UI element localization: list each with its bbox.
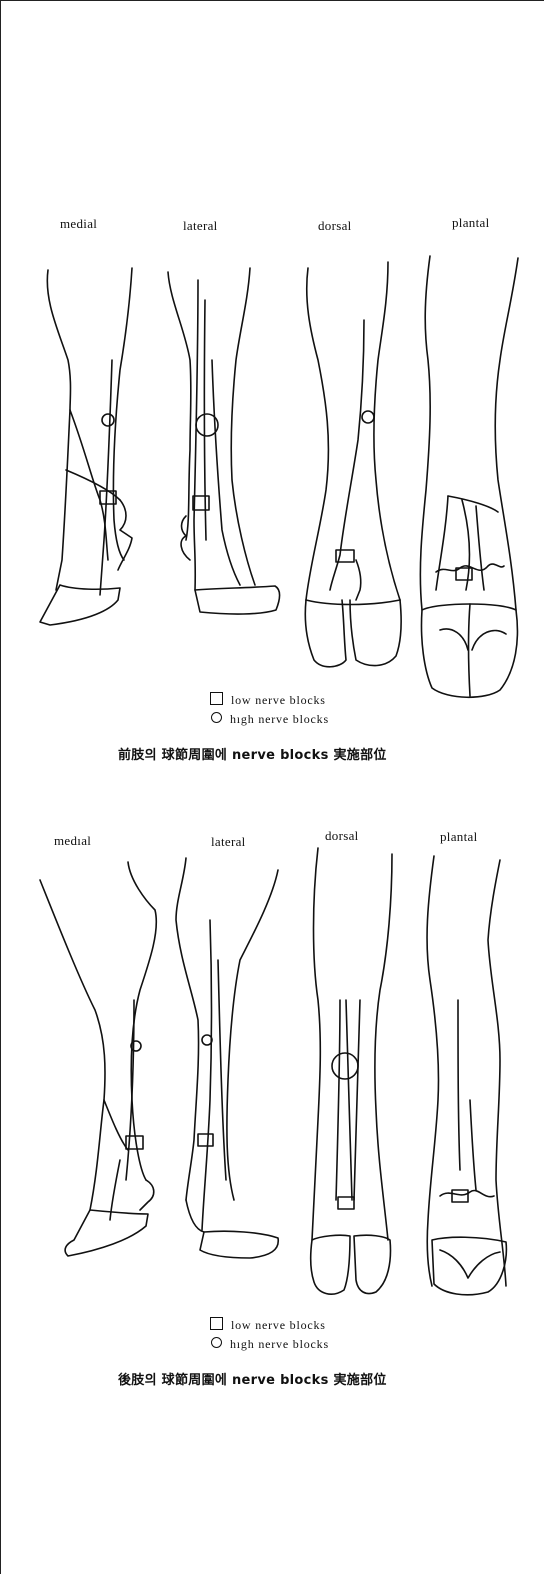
hindlimb-caption: 後肢의 球節周圍에 nerve blocks 実施部位: [118, 1369, 387, 1388]
hindlimb-plantal-leg: [427, 856, 506, 1295]
hindlimb-legend-low-label: low nerve blocks: [231, 1318, 326, 1332]
hindlimb-legend-high-label: hıgh nerve blocks: [230, 1337, 329, 1351]
hindlimb-lateral-leg: [176, 858, 278, 1258]
hindlimb-dorsal-leg: [311, 848, 392, 1294]
hindlimb-legend-high: hıgh nerve blocks: [210, 1337, 329, 1352]
hindlimb-legend-low: low nerve blocks: [210, 1317, 326, 1333]
square-icon: [210, 1317, 223, 1330]
circle-icon: [211, 1337, 222, 1348]
hindlimb-medial-leg: [40, 862, 156, 1256]
